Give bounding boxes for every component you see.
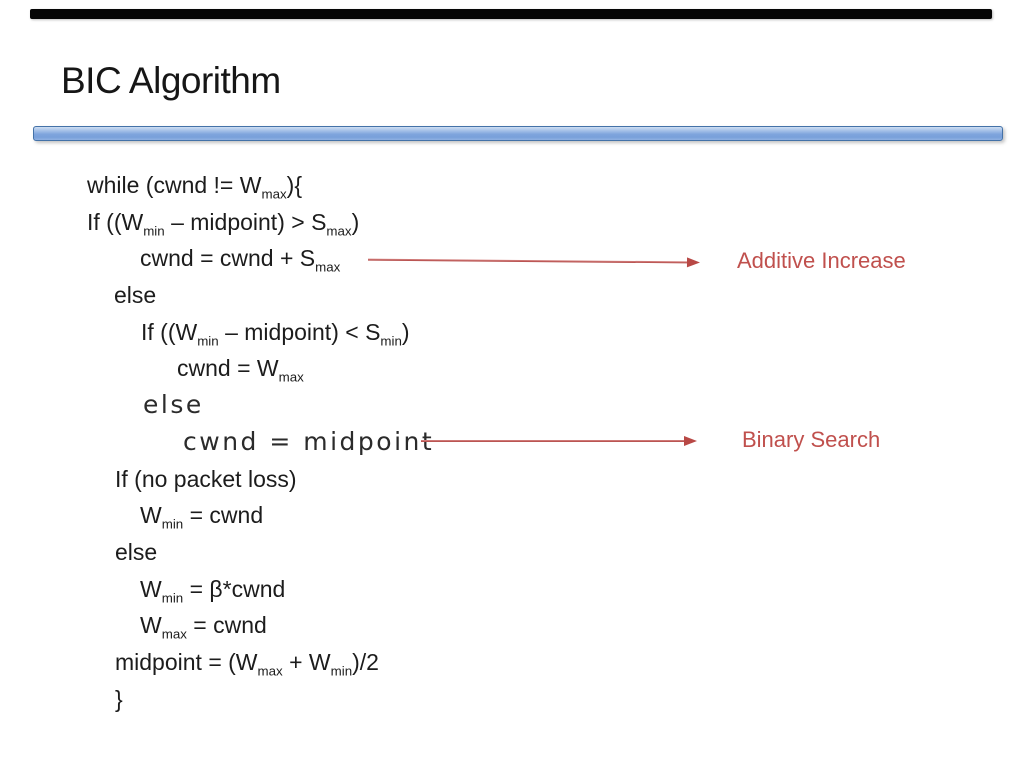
code-block: while (cwnd != Wmax){If ((Wmin – midpoin… [87, 167, 434, 717]
code-line: cwnd = cwnd + Smax [87, 240, 434, 277]
code-subscript: max [278, 370, 304, 386]
code-subscript: max [161, 626, 187, 642]
code-text: ){ [286, 172, 302, 198]
code-text: + W [282, 648, 331, 675]
code-line: else [87, 387, 434, 424]
code-text: = cwnd [183, 502, 264, 529]
page-title: BIC Algorithm [61, 60, 281, 101]
binary-search-arrow [421, 435, 697, 446]
code-text: W [140, 612, 162, 639]
code-text: ) [351, 208, 360, 235]
code-line: If ((Wmin – midpoint) > Smax) [87, 204, 434, 241]
code-text: If ((W [141, 318, 198, 345]
code-text: W [140, 502, 162, 529]
code-line: while (cwnd != Wmax){ [87, 167, 434, 204]
code-text: cwnd = midpoint [183, 426, 435, 456]
code-subscript: min [380, 333, 402, 349]
arrow-head-icon [686, 256, 701, 268]
code-subscript: max [261, 186, 287, 202]
code-line: } [87, 681, 434, 718]
code-text: If ((W [87, 208, 144, 235]
code-subscript: min [161, 590, 184, 606]
code-line: midpoint = (Wmax + Wmin)/2 [87, 644, 434, 681]
code-line: cwnd = midpoint [87, 424, 434, 461]
code-line: cwnd = Wmax [87, 350, 434, 387]
code-text: midpoint = (W [115, 648, 258, 675]
code-line: Wmax = cwnd [87, 607, 434, 644]
code-text: – midpoint) < S [218, 318, 381, 345]
code-subscript: min [143, 223, 165, 239]
code-text: } [115, 685, 123, 712]
code-subscript: min [161, 516, 184, 532]
top-black-bar [30, 9, 992, 19]
code-line: Wmin = β*cwnd [87, 571, 434, 608]
code-text: cwnd = cwnd + S [140, 245, 316, 272]
code-subscript: min [197, 333, 219, 349]
code-text: = β*cwnd [183, 575, 286, 602]
code-text: ) [401, 318, 410, 345]
code-line: else [87, 277, 434, 314]
code-subscript: min [330, 663, 353, 679]
code-line: else [87, 534, 434, 571]
code-line: If ((Wmin – midpoint) < Smin) [87, 314, 434, 351]
arrow-head-icon [684, 435, 697, 446]
code-text: W [140, 575, 162, 602]
code-subscript: max [315, 259, 341, 275]
title-accent-bar [33, 126, 1003, 141]
code-text: If (no packet loss) [115, 465, 297, 492]
code-text: else [143, 390, 204, 420]
code-text: )/2 [352, 648, 379, 675]
code-text: else [114, 282, 157, 309]
code-text: = cwnd [186, 612, 267, 639]
additive-increase-label: Additive Increase [737, 248, 906, 273]
code-subscript: max [326, 223, 352, 239]
code-line: Wmin = cwnd [87, 497, 434, 534]
code-subscript: max [257, 663, 283, 679]
code-text: else [115, 538, 158, 565]
code-text: cwnd = W [177, 355, 279, 382]
code-line: If (no packet loss) [87, 461, 434, 498]
binary-search-label: Binary Search [742, 427, 881, 452]
code-text: while (cwnd != W [87, 172, 262, 198]
code-text: – midpoint) > S [164, 208, 327, 235]
